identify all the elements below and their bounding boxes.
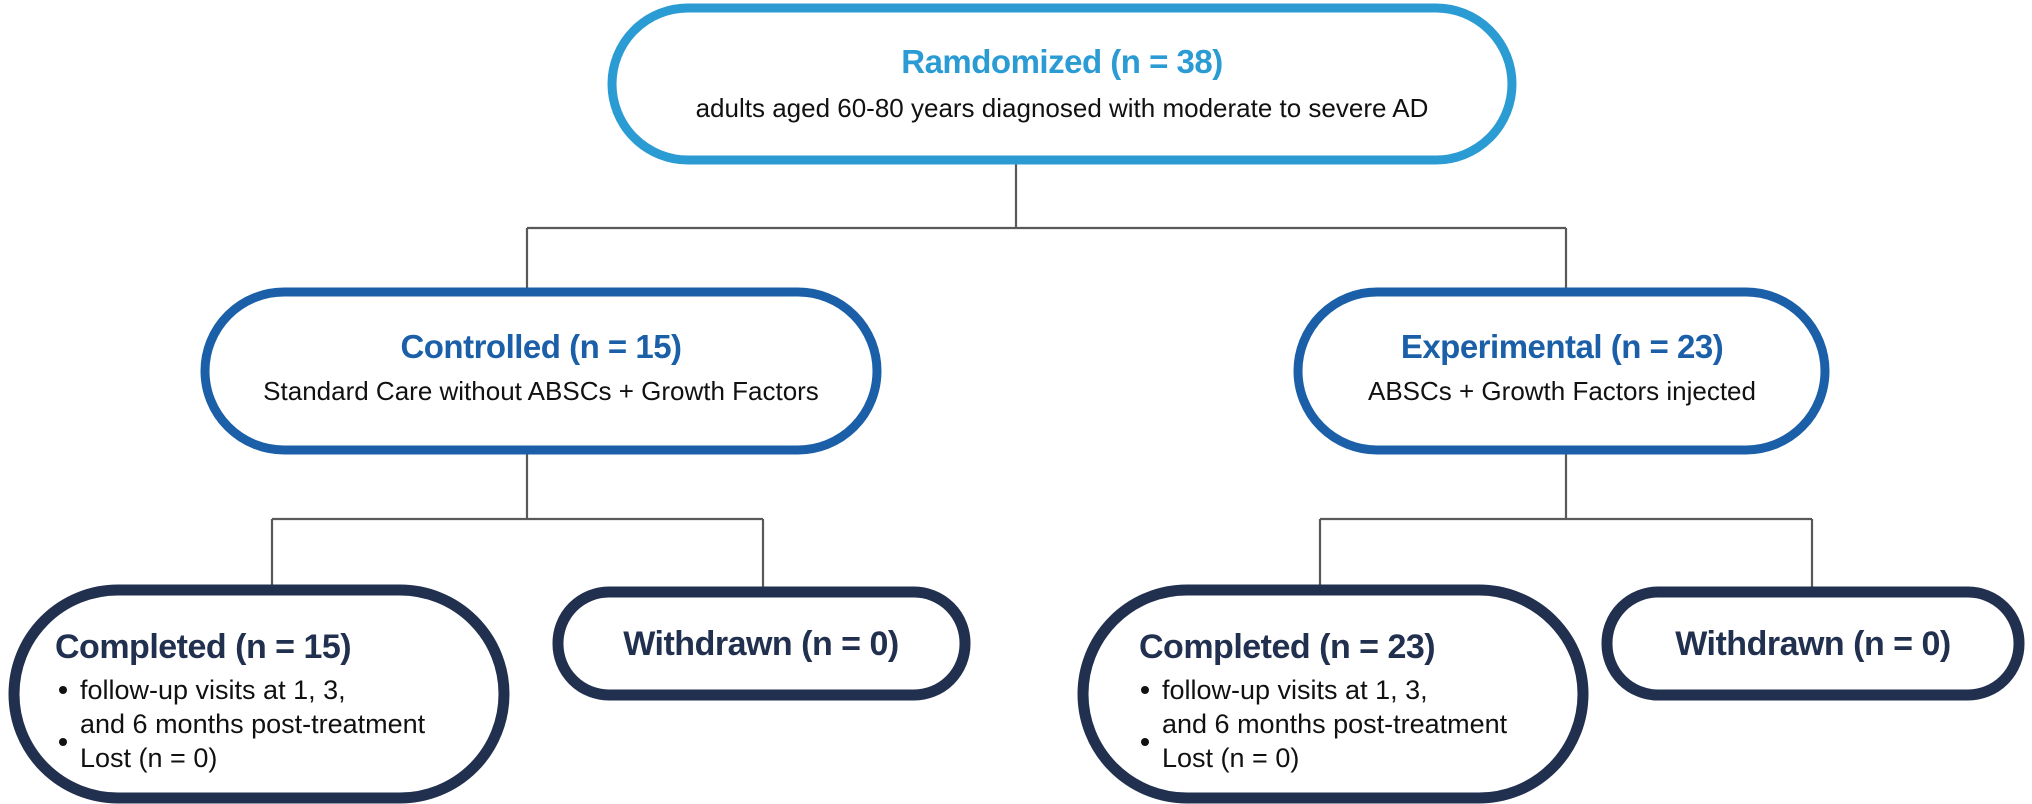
node-controlled-title: Controlled (n = 15) xyxy=(400,328,681,365)
node-randomized-subtitle: adults aged 60-80 years diagnosed with m… xyxy=(696,93,1429,123)
bullet-dot-icon xyxy=(1141,738,1149,746)
node-completed-experimental[interactable]: Completed (n = 23) follow-up visits at 1… xyxy=(1077,584,1589,804)
node-randomized[interactable]: Ramdomized (n = 38) adults aged 60-80 ye… xyxy=(607,3,1517,165)
node-withdrawn-experimental-title: Withdrawn (n = 0) xyxy=(1675,625,1950,663)
node-completed-experimental-bullet-2: and 6 months post-treatment xyxy=(1162,709,1508,739)
node-randomized-shape xyxy=(607,3,1517,165)
node-withdrawn-experimental-shape xyxy=(1601,586,2025,701)
node-completed-control-title: Completed (n = 15) xyxy=(55,628,351,666)
node-randomized-title: Ramdomized (n = 38) xyxy=(901,43,1222,80)
node-experimental-subtitle: ABSCs + Growth Factors injected xyxy=(1368,376,1756,406)
node-experimental-shape xyxy=(1293,287,1830,455)
node-withdrawn-control-shape xyxy=(552,586,971,701)
connector-group-level2-right xyxy=(1318,450,1814,590)
node-controlled-shape xyxy=(200,287,882,455)
node-completed-control[interactable]: Completed (n = 15) follow-up visits at 1… xyxy=(8,584,510,804)
node-withdrawn-experimental[interactable]: Withdrawn (n = 0) xyxy=(1601,586,2025,701)
node-completed-experimental-bullet-1: follow-up visits at 1, 3, xyxy=(1162,675,1428,705)
node-experimental[interactable]: Experimental (n = 23) ABSCs + Growth Fac… xyxy=(1293,287,1830,455)
node-completed-experimental-shape xyxy=(1077,584,1589,804)
node-experimental-title: Experimental (n = 23) xyxy=(1401,328,1723,365)
node-controlled-subtitle: Standard Care without ABSCs + Growth Fac… xyxy=(263,376,819,406)
connector-group-level2-left xyxy=(270,450,765,590)
node-withdrawn-control[interactable]: Withdrawn (n = 0) xyxy=(552,586,971,701)
node-withdrawn-control-title: Withdrawn (n = 0) xyxy=(623,625,898,663)
bullet-dot-icon xyxy=(59,738,67,746)
node-completed-control-bullet-1: follow-up visits at 1, 3, xyxy=(80,675,346,705)
node-completed-control-bullet-2: and 6 months post-treatment xyxy=(80,709,426,739)
node-completed-control-bullet-3: Lost (n = 0) xyxy=(80,743,217,773)
node-completed-experimental-bullet-3: Lost (n = 0) xyxy=(1162,743,1299,773)
node-completed-control-shape xyxy=(8,584,510,804)
bullet-dot-icon xyxy=(59,686,67,694)
connector-group-level1 xyxy=(525,160,1568,292)
bullet-dot-icon xyxy=(1141,686,1149,694)
node-completed-experimental-title: Completed (n = 23) xyxy=(1139,628,1435,666)
node-controlled[interactable]: Controlled (n = 15) Standard Care withou… xyxy=(200,287,882,455)
